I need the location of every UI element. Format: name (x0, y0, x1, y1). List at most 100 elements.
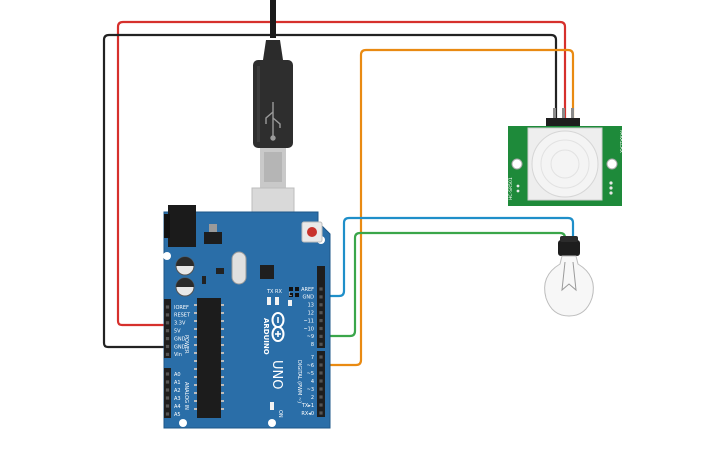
header-pin-hole[interactable] (165, 388, 170, 392)
rx-label: RX (275, 289, 282, 295)
pin-label: A3 (174, 396, 181, 402)
header-pin-hole[interactable] (165, 321, 170, 325)
pin-label: TX▸1 (301, 403, 314, 409)
pin-label: GND (174, 344, 186, 350)
model-text: UNO (269, 360, 284, 389)
header-pin-hole[interactable] (319, 379, 323, 383)
header-pin-hole[interactable] (165, 337, 170, 341)
status-leds (267, 297, 292, 410)
power-section-label: POWER (183, 335, 189, 354)
pin-label: 13 (308, 303, 314, 309)
mount-hole-4 (268, 419, 276, 427)
pin-label: ~9 (307, 334, 314, 340)
pin-label: AREF (301, 287, 314, 293)
pin-label: 2 (311, 395, 314, 401)
power-header (164, 299, 171, 358)
bulb-filament (561, 261, 577, 292)
analog-header (164, 368, 171, 418)
analog-section-label: ANALOG IN (183, 382, 189, 410)
brand-text: ARDUINO (262, 318, 270, 355)
digital-section-label: DIGITAL (PWM ~) (296, 360, 302, 403)
bulb-glass (544, 255, 594, 317)
pin-label: RESET (174, 313, 191, 319)
icsp-header (289, 287, 299, 297)
header-pin-hole[interactable] (319, 403, 323, 407)
pin-label: RX◂0 (301, 411, 314, 417)
header-pin-hole[interactable] (165, 344, 170, 349)
header-pin-hole[interactable] (319, 387, 323, 391)
wire-gnd-blue[interactable] (323, 216, 575, 298)
header-pin-hole[interactable] (319, 355, 323, 359)
mount-hole-1 (163, 252, 171, 260)
pin-label: 12 (308, 311, 314, 317)
power-jack (168, 205, 196, 247)
header-pin-hole[interactable] (165, 372, 170, 376)
mount-hole-3 (179, 419, 187, 427)
arduino-uno-board[interactable]: TX RX L ON (163, 205, 331, 429)
pir-left-text: HC-SR501 (508, 177, 514, 200)
header-pin-hole[interactable] (165, 404, 170, 408)
tx-label: TX (266, 289, 274, 295)
header-pin-hole[interactable] (319, 319, 323, 323)
pin-label: 8 (311, 342, 314, 348)
digital-header-top (317, 266, 325, 348)
pin-label: A0 (174, 372, 181, 378)
pir-pins (546, 108, 580, 126)
pin-label: GND (174, 336, 186, 342)
header-pin-hole[interactable] (165, 313, 170, 317)
header-pin-hole[interactable] (319, 371, 323, 375)
pin-label: ~3 (307, 387, 314, 393)
pin-label: ~11 (303, 318, 314, 324)
wire-5v-red[interactable] (116, 20, 567, 327)
atmega-chip (197, 298, 221, 418)
header-pin-hole[interactable] (319, 311, 323, 315)
bulb-socket (558, 240, 580, 256)
header-pin-hole[interactable] (319, 342, 323, 346)
pin-label: GND (303, 295, 315, 301)
crystal-oscillator (231, 251, 247, 285)
header-pin-hole[interactable] (319, 395, 323, 399)
l-label: L (289, 292, 292, 298)
pot-left[interactable] (511, 158, 523, 170)
capacitors (175, 256, 195, 297)
header-pin-hole[interactable] (319, 363, 323, 367)
pot-right[interactable] (606, 158, 618, 170)
pir-jumper-pins (516, 181, 613, 195)
header-pin-hole[interactable] (319, 411, 323, 415)
pin-label: 7 (311, 355, 314, 361)
usb-cable[interactable] (251, 0, 295, 245)
pin-label: 3.3V (174, 321, 186, 327)
voltage-regulator (204, 232, 222, 244)
wire-pin9-green[interactable] (323, 231, 567, 338)
header-pin-hole[interactable] (165, 329, 170, 333)
pin-label: ~5 (307, 371, 314, 377)
pin-label: IOREF (174, 305, 189, 311)
pin-label: A2 (174, 388, 181, 394)
pin-label: A5 (174, 412, 181, 418)
usb-chip (260, 265, 274, 279)
wire-gnd-black[interactable] (102, 33, 558, 349)
pin-label: A4 (174, 404, 181, 410)
header-pin-hole[interactable] (319, 295, 323, 299)
header-pin-hole[interactable] (165, 380, 170, 384)
pin-label: 4 (311, 379, 314, 385)
header-pin-hole[interactable] (165, 396, 170, 400)
wire-signal-orange[interactable] (323, 48, 575, 367)
pir-sensor[interactable]: HC-SR501 PARALLAX (508, 108, 624, 206)
chip-pins (194, 304, 224, 410)
wires (102, 20, 575, 367)
header-pin-hole[interactable] (319, 303, 323, 307)
header-pin-hole[interactable] (165, 305, 170, 309)
arduino-logo (271, 312, 285, 342)
header-pin-holes (165, 287, 323, 416)
pin-label: A1 (174, 380, 181, 386)
light-bulb[interactable] (544, 236, 594, 317)
usb-icon (265, 102, 281, 141)
header-pin-hole[interactable] (319, 287, 323, 291)
header-pin-hole[interactable] (319, 326, 323, 331)
header-pin-hole[interactable] (165, 352, 170, 356)
header-pin-hole[interactable] (165, 412, 170, 416)
header-pin-hole[interactable] (319, 334, 323, 338)
header-pin-labels: IOREFRESET3.3V5VGNDGNDVinA0A1A2A3A4A5ARE… (174, 287, 314, 418)
pin-label: ~6 (307, 363, 314, 369)
